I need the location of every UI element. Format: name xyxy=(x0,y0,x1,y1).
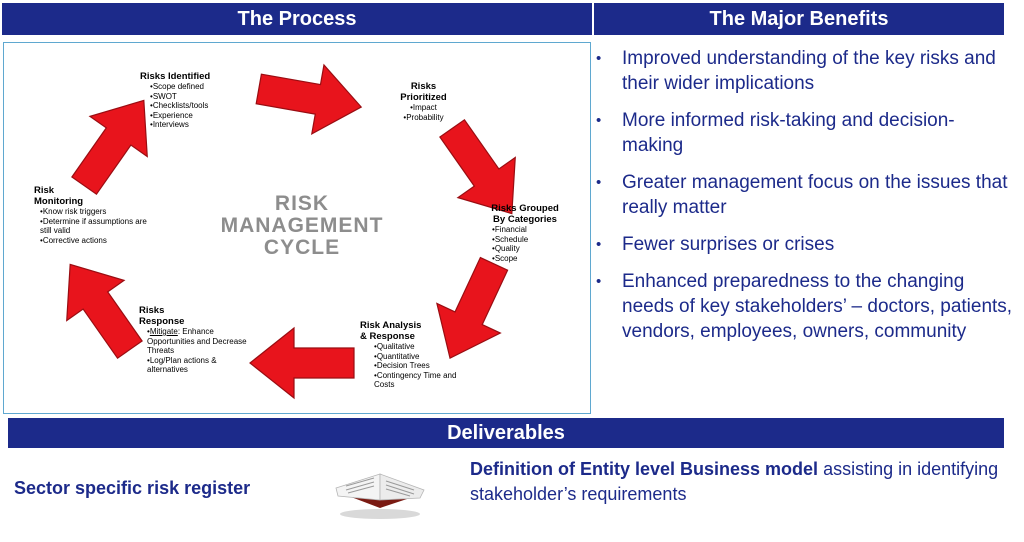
stage-item: Quantitative xyxy=(360,352,476,362)
stage-title: Risk xyxy=(34,185,55,196)
stage-risk-analysis: Risk Analysis & Response Qualitative Qua… xyxy=(360,320,476,390)
stage-risks-identified: Risks Identified Scope defined SWOT Chec… xyxy=(140,71,250,130)
business-model-rest: assisting in identifying stakeholder’s r… xyxy=(470,459,999,504)
stage-risk-monitoring: Risk Monitoring Know risk triggers Deter… xyxy=(34,185,152,245)
stage-item: Corrective actions xyxy=(34,236,152,246)
stage-title: Risks Identified xyxy=(140,71,211,82)
stage-item: Experience xyxy=(140,111,250,121)
stage-item: Know risk triggers xyxy=(34,207,152,217)
deliverable-risk-register: Sector specific risk register xyxy=(14,478,251,498)
stage-title: By Categories xyxy=(493,214,557,225)
stage-item: Scope defined xyxy=(140,82,250,92)
stage-title: & Response xyxy=(360,331,415,342)
deliverable-business-model: Definition of Entity level Business mode… xyxy=(470,457,1015,507)
stage-risks-grouped: Risks Grouped By Categories Financial Sc… xyxy=(466,203,584,263)
risk-cycle-diagram: RISK MANAGEMENT CYCLE Risks Identified S… xyxy=(3,42,591,414)
benefit-item: Improved understanding of the key risks … xyxy=(594,46,1014,96)
stage-item: SWOT xyxy=(140,92,250,102)
cycle-center-title: RISK MANAGEMENT CYCLE xyxy=(202,193,402,259)
stage-item: Checklists/tools xyxy=(140,101,250,111)
benefits-list: Improved understanding of the key risks … xyxy=(594,46,1014,356)
stage-item: Qualitative xyxy=(360,342,476,352)
stage-item: Contingency Time and Costs xyxy=(360,371,476,390)
book-icon xyxy=(335,473,425,519)
stage-title: Risk Analysis xyxy=(360,320,422,331)
process-header: The Process xyxy=(2,3,592,35)
stage-item: Quality xyxy=(466,244,584,254)
stage-risks-prioritized: Risks Prioritized Impact Probability xyxy=(376,81,471,122)
stage-title: Risks xyxy=(410,81,437,92)
stage-risks-response: Risks Response Mitigate: Enhance Opportu… xyxy=(139,305,247,375)
stage-title: Response xyxy=(139,316,185,327)
stage-item: Decision Trees xyxy=(360,361,476,371)
stage-title: Risks xyxy=(139,305,165,316)
benefit-item: Fewer surprises or crises xyxy=(594,232,1014,257)
cycle-arrow-4 xyxy=(249,327,355,399)
stage-item: Impact xyxy=(376,103,471,113)
stage-item: Schedule xyxy=(466,235,584,245)
mitigate-label: Mitigate xyxy=(149,327,178,336)
deliverables-header: Deliverables xyxy=(8,418,1004,448)
stage-item: Scope xyxy=(466,254,584,264)
stage-item: Probability xyxy=(376,113,471,123)
stage-item: Interviews xyxy=(140,120,250,130)
stage-title: Monitoring xyxy=(34,196,84,207)
benefit-item: Enhanced preparedness to the changing ne… xyxy=(594,269,1014,344)
stage-item: Determine if assumptions are still valid xyxy=(34,217,152,236)
cycle-arrow-1 xyxy=(252,53,368,143)
benefits-header: The Major Benefits xyxy=(594,3,1004,35)
stage-item: Financial xyxy=(466,225,584,235)
center-line-1: RISK xyxy=(274,192,330,215)
center-line-2: MANAGEMENT xyxy=(220,214,384,237)
benefit-item: Greater management focus on the issues t… xyxy=(594,170,1014,220)
stage-item: Log/Plan actions & alternatives xyxy=(139,356,247,375)
business-model-bold: Definition of Entity level Business mode… xyxy=(470,459,819,479)
stage-title: Prioritized xyxy=(400,92,447,103)
mitigate-text: : Enhance Opportunities and Decrease Thr… xyxy=(147,327,247,355)
center-line-3: CYCLE xyxy=(263,236,341,259)
stage-title: Risks Grouped xyxy=(491,203,559,214)
stage-item-mitigate: Mitigate: Enhance Opportunities and Decr… xyxy=(139,327,247,356)
benefit-item: More informed risk-taking and decision-m… xyxy=(594,108,1014,158)
